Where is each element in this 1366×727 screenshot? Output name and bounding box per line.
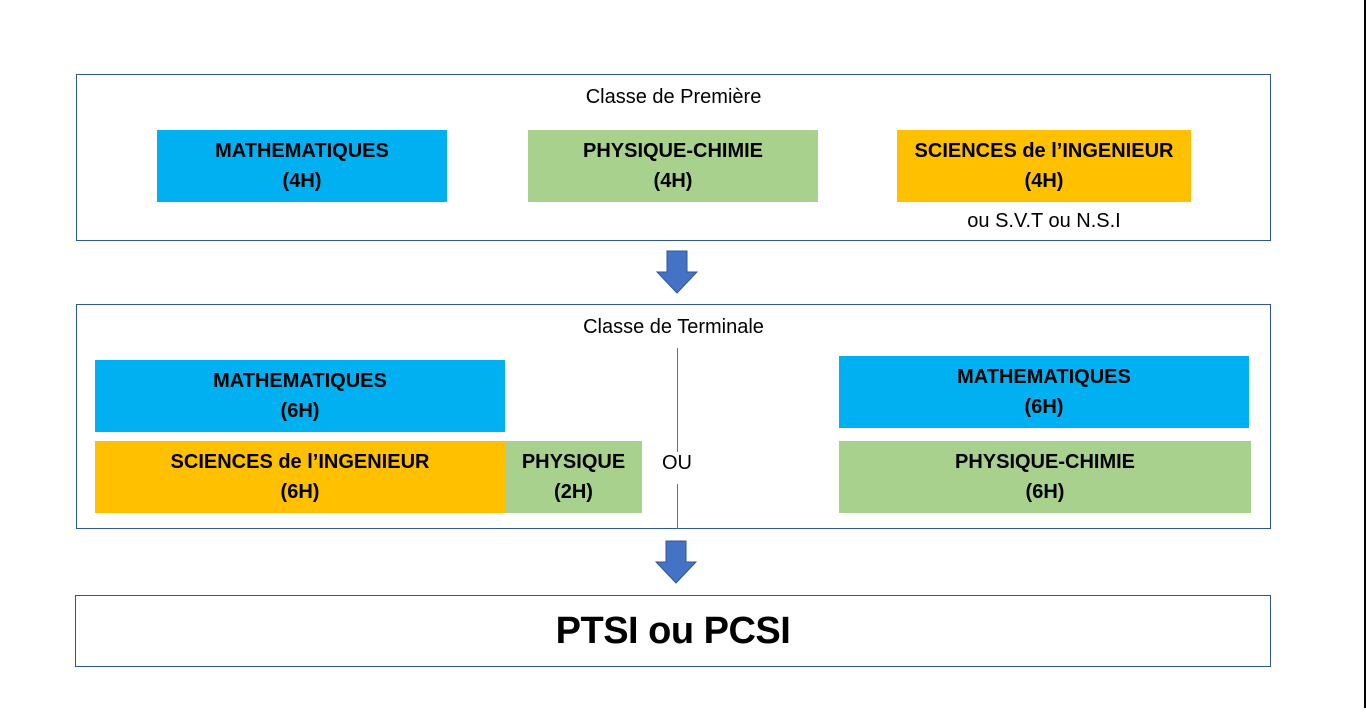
subject-label: SCIENCES de l’INGENIEUR <box>170 451 430 473</box>
terminale-right-physique-chimie-box: PHYSIQUE-CHIMIE (6H) <box>839 441 1251 513</box>
premiere-math-box: MATHEMATIQUES (4H) <box>157 130 447 202</box>
hours-label: (2H) <box>554 481 593 503</box>
terminale-left-math-box: MATHEMATIQUES (6H) <box>95 360 505 432</box>
subject-label: MATHEMATIQUES <box>215 140 389 162</box>
terminale-left-physique-box: PHYSIQUE (2H) <box>505 441 642 513</box>
alternative-note: ou S.V.T ou N.S.I <box>967 210 1121 232</box>
subject-label: PHYSIQUE-CHIMIE <box>954 451 1136 473</box>
terminale-title: Classe de Terminale <box>583 316 764 338</box>
hours-label: (6H) <box>280 481 320 503</box>
hours-label: (4H) <box>282 170 322 192</box>
terminale-right-math-box: MATHEMATIQUES (6H) <box>839 356 1249 428</box>
terminale-left-sciences-ingenieur-box: SCIENCES de l’INGENIEUR (6H) <box>95 441 505 513</box>
hours-label: (4H) <box>653 170 693 192</box>
premiere-sciences-ingenieur-box: SCIENCES de l’INGENIEUR (4H) <box>897 130 1191 202</box>
subject-label: SCIENCES de l’INGENIEUR <box>914 140 1174 162</box>
or-separator-label: OU <box>662 452 692 474</box>
subject-label: PHYSIQUE-CHIMIE <box>582 140 764 162</box>
right-edge-line <box>1364 0 1366 708</box>
down-arrow-icon <box>655 540 697 584</box>
down-arrow-icon <box>656 250 698 294</box>
option-divider-bottom <box>677 484 678 529</box>
option-divider-top <box>677 348 678 452</box>
hours-label: (6H) <box>1025 481 1065 503</box>
hours-label: (4H) <box>1024 170 1064 192</box>
result-label: PTSI ou PCSI <box>555 609 791 652</box>
premiere-title: Classe de Première <box>585 86 762 108</box>
subject-label: MATHEMATIQUES <box>957 366 1131 388</box>
premiere-physique-chimie-box: PHYSIQUE-CHIMIE (4H) <box>528 130 818 202</box>
result-frame: PTSI ou PCSI <box>75 595 1271 667</box>
hours-label: (6H) <box>280 400 320 422</box>
subject-label: MATHEMATIQUES <box>213 370 387 392</box>
subject-label: PHYSIQUE <box>521 451 626 473</box>
hours-label: (6H) <box>1024 396 1064 418</box>
